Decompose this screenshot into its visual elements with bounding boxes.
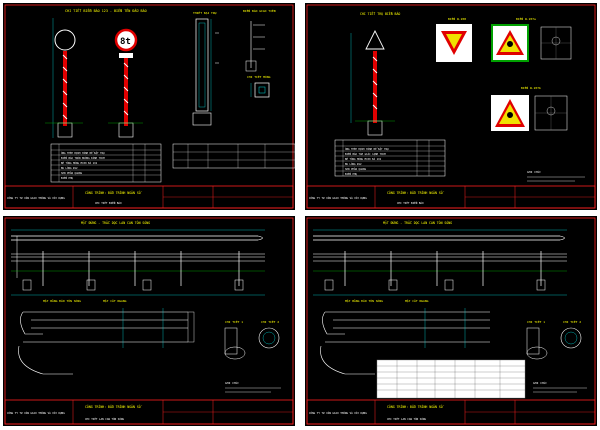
sheet-signpost: CHI TIẾT BIỂN BÁO 123 - BIỂN TÊN ĐẦU BÁO… [3,3,296,210]
detail-1 [224,327,246,360]
post-section [192,18,219,126]
title-block: CÔNG TRÌNH: ĐẦU TRÌNH NGĂN SỐ CÔNG TY TƯ… [4,399,294,425]
notes-label: GHI CHÚ: [527,169,542,174]
detail-title: CHI TIẾT 1 [527,319,545,324]
company-name: CÔNG TY TƯ VẤN GIAO THÔNG VÀ XÂY DỰNG [7,410,65,415]
title-block: CÔNG TRÌNH: ĐẦU TRÌNH NGĂN SỐ CÔNG TY TƯ… [306,399,596,425]
signpost-right: 8t [108,28,143,138]
sheet-guardrail-b: MẶT ĐỨNG - TRẮC DỌC LAN CAN TÔN SÓNG MẶT… [305,216,597,426]
speed-sign-text: 8t [120,37,131,47]
main-title: MẶT ĐỨNG - TRẮC DỌC LAN CAN TÔN SÓNG [383,220,452,225]
table-row: BU LÔNG Ø12 [345,161,362,166]
panel-title: BIỂN W.208 [448,16,466,21]
guardrail-plan [320,308,490,375]
materials-table: ỐNG THÉP ĐỊNH HÌNH ĐỂ ĐẶT TRỤ BIỂN BÁO T… [334,139,446,177]
sign-w207b [491,95,568,131]
quantity-table [376,359,526,399]
guardrail-plan [18,308,195,375]
title-block: CÔNG TRÌNH: ĐẦU TRÌNH NGĂN SỐ CÔNG TY TƯ… [306,185,596,209]
title-block: CÔNG TRÌNH: ĐẦU TRÌNH NGĂN SỐ CÔNG TY TƯ… [4,185,294,209]
sheet-background [3,216,295,426]
table-row: BÊ TÔNG MÓNG M150 ĐÁ 1X2 [61,160,98,165]
section-title: MẶT CẮT NGANG [103,298,127,303]
drawing-name: CHI TIẾT LAN CAN TÔN SÓNG [85,416,124,421]
sign-w208 [436,24,472,62]
table-row: BIỂN BÁO TRÒN ĐƯỜNG KÍNH 70CM [61,155,105,160]
plan-title: MẶT BẰNG ĐẦU TÔN SÓNG [345,298,383,303]
project-name: CÔNG TRÌNH: ĐẦU TRÌNH NGĂN SỐ [387,190,445,195]
project-name: CÔNG TRÌNH: ĐẦU TRÌNH NGĂN SỐ [85,190,143,195]
detail-title: CHI TIẾT 2 [261,319,279,324]
plan-title: MẶT BẰNG ĐẦU TÔN SÓNG [43,298,81,303]
panel-title: BIỂN W.207a [516,16,536,21]
detail-title: CHI TIẾT 1 [225,319,243,324]
detail-title: CHI TIẾT MÓNG [247,74,271,79]
materials-table: ỐNG THÉP ĐỊNH HÌNH ĐỂ ĐẶT TRỤ BIỂN BÁO T… [50,143,162,183]
panel-title: BIỂN BÁO GIAO TIẾN [243,8,276,13]
table-row: BÊ TÔNG MÓNG M150 ĐÁ 1X2 [345,156,382,161]
detail-2 [560,327,582,349]
speed-sign [114,28,138,52]
sheet-warning-sign: CHI TIẾT TRỤ BIỂN BÁO BIỂN W.208 BIỂN W.… [305,3,597,210]
detail-1 [526,327,548,360]
table-row: BIỂN BÁO TAM GIÁC CẠNH 70CM [345,151,386,156]
drawing-name: CHI TIẾT BIỂN BÁO [95,200,122,205]
company-name: CÔNG TY TƯ VẤN GIAO THÔNG VÀ XÂY DỰNG [309,195,367,200]
table-row: ỐNG THÉP ĐỊNH HÌNH ĐỂ ĐẶT TRỤ [61,150,105,155]
table-row: SƠN PHẢN QUANG [345,167,367,171]
main-title: CHI TIẾT BIỂN BÁO 123 - BIỂN TÊN ĐẦU BÁO [65,8,147,13]
table-row: BU LÔNG Ø12 [61,165,78,170]
company-name: CÔNG TY TƯ VẤN GIAO THÔNG VÀ XÂY DỰNG [7,195,65,200]
warning-triangle [365,29,385,50]
detail-2 [258,327,280,349]
detail-title: CHI TIẾT 2 [563,319,581,324]
sign-w207a [491,24,572,62]
main-title: MẶT ĐỨNG - TRẮC DỌC LAN CAN TÔN SÓNG [81,220,150,225]
section-title: THIẾT ĐẠI TRỤ [193,10,217,15]
project-name: CÔNG TRÌNH: ĐẦU TRÌNH NGĂN SỐ [387,404,445,409]
drawing-name: CHI TIẾT LAN CAN TÔN SÓNG [387,416,426,421]
warning-signpost [350,29,395,136]
panel-elevation [245,21,270,98]
quantity-table [172,143,296,169]
company-name: CÔNG TY TƯ VẤN GIAO THÔNG VÀ XÂY DỰNG [309,410,367,415]
guardrail-elevation [11,229,265,296]
panel-title: BIỂN W.207b [521,85,541,90]
guardrail-elevation [313,229,567,296]
main-title: CHI TIẾT TRỤ BIỂN BÁO [360,11,400,16]
table-row: BIỂN PHỤ [345,171,358,176]
drawing-name: CHI TIẾT BIỂN BÁO [397,200,424,205]
sheet-background [3,3,295,210]
table-row: ỐNG THÉP ĐỊNH HÌNH ĐỂ ĐẶT TRỤ [345,146,389,151]
table-row: SƠN PHẢN QUANG [61,171,83,175]
project-name: CÔNG TRÌNH: ĐẦU TRÌNH NGĂN SỐ [85,404,143,409]
table-row: BIỂN PHỤ [61,175,74,180]
sheet-guardrail-a: MẶT ĐỨNG - TRẮC DỌC LAN CAN TÔN SÓNG MẶT… [3,216,295,426]
notes-label: GHI CHÚ: [533,380,548,385]
section-title: MẶT CẮT NGANG [405,298,429,303]
signpost-left [45,18,83,138]
notes-label: GHI CHÚ: [225,380,240,385]
